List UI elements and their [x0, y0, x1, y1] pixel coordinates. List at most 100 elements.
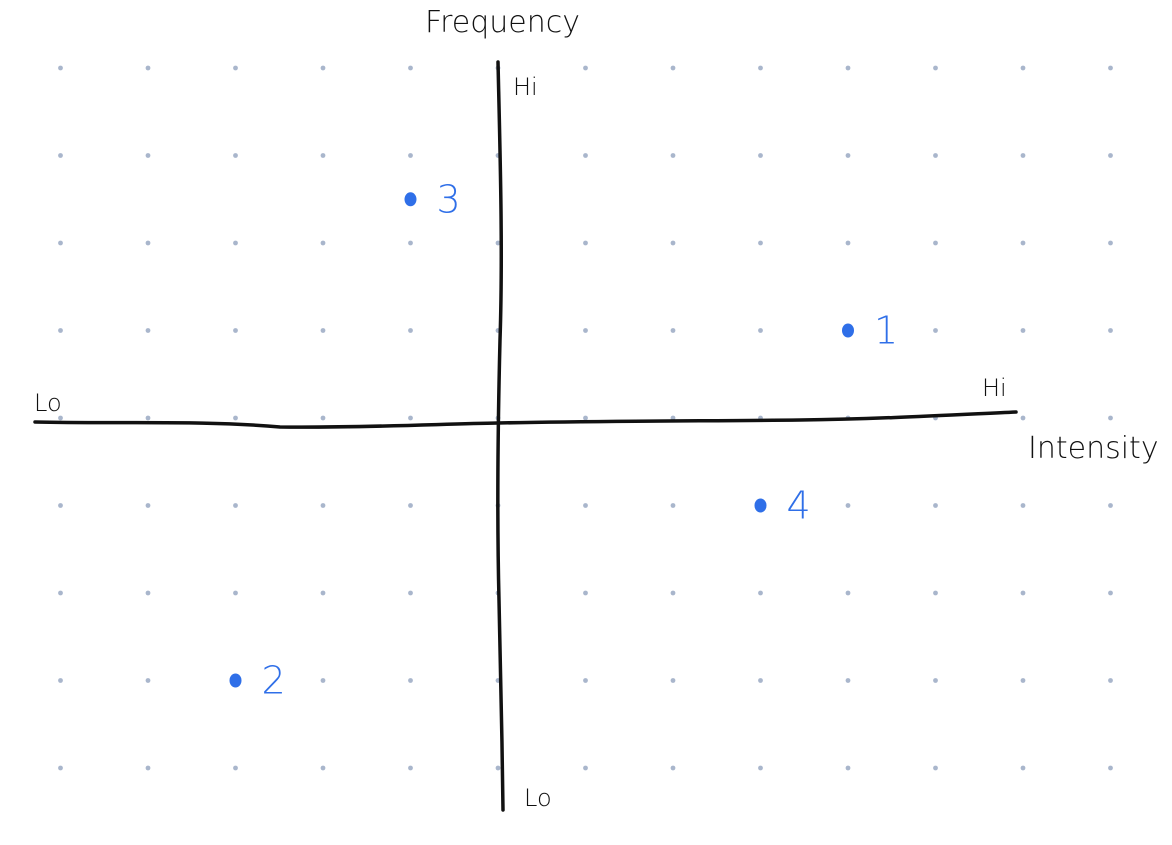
data-point-4: [754, 498, 767, 513]
grid-dot: [670, 65, 676, 71]
x-axis-title: Intensity: [1028, 431, 1159, 466]
x-lo-label: Lo: [34, 389, 62, 417]
grid-dot: [845, 590, 851, 596]
grid-dot: [145, 678, 151, 683]
grid-dot: [320, 590, 326, 596]
grid-dot: [1108, 328, 1113, 333]
grid-dot: [408, 415, 413, 421]
grid-dot: [1020, 153, 1026, 158]
x-hi-label: Hi: [982, 374, 1007, 402]
grid-dot: [1020, 590, 1026, 596]
grid-dot: [233, 765, 238, 771]
grid-dot: [233, 240, 238, 246]
grid-dot: [583, 590, 588, 596]
dot-grid: [58, 65, 1113, 771]
grid-dot: [58, 678, 63, 683]
grid-dot: [145, 503, 151, 508]
grid-dot: [1108, 678, 1113, 683]
grid-dot: [145, 240, 151, 246]
grid-dot: [1020, 65, 1026, 71]
grid-dot: [408, 240, 413, 246]
grid-dot: [145, 590, 151, 596]
data-point-label-2: 2: [262, 659, 286, 703]
grid-dot: [408, 765, 413, 771]
y-axis-line: [496, 60, 505, 812]
grid-dot: [58, 590, 63, 596]
grid-dot: [933, 153, 938, 158]
grid-dot: [583, 328, 588, 333]
grid-dot: [758, 328, 763, 333]
grid-dot: [1020, 328, 1026, 333]
grid-dot: [495, 765, 501, 771]
grid-dot: [320, 765, 326, 771]
grid-dot: [233, 503, 238, 508]
grid-dot: [408, 678, 413, 683]
grid-dot: [758, 678, 763, 683]
grid-dot: [670, 503, 676, 508]
grid-dot: [670, 590, 676, 596]
grid-dot: [1108, 765, 1113, 771]
grid-dot: [58, 328, 63, 333]
grid-dot: [583, 765, 588, 771]
grid-dot: [408, 503, 413, 508]
grid-dot: [583, 65, 588, 71]
grid-dot: [583, 503, 588, 508]
grid-dot: [233, 415, 238, 421]
grid-dot: [670, 678, 676, 683]
grid-dot: [58, 503, 63, 508]
grid-dot: [320, 415, 326, 421]
grid-dot: [845, 65, 851, 71]
grid-dot: [670, 328, 676, 333]
grid-dot: [758, 590, 763, 596]
data-point-1: [842, 323, 854, 338]
grid-dot: [845, 153, 851, 158]
grid-dot: [495, 240, 501, 246]
grid-dot: [320, 678, 326, 683]
grid-dot: [233, 153, 238, 158]
grid-dot: [758, 65, 763, 71]
grid-dot: [670, 153, 676, 158]
grid-dot: [1020, 415, 1026, 421]
y-axis-title: Frequency: [425, 5, 580, 40]
grid-dot: [1020, 765, 1026, 771]
grid-dot: [145, 153, 151, 158]
grid-dot: [1108, 503, 1113, 508]
grid-dot: [933, 65, 938, 71]
grid-dot: [320, 65, 326, 71]
grid-dot: [408, 590, 413, 596]
grid-dot: [1020, 678, 1026, 683]
grid-dot: [320, 153, 326, 158]
grid-dot: [233, 328, 238, 333]
grid-dot: [845, 765, 851, 771]
grid-dot: [408, 153, 413, 158]
grid-dot: [58, 765, 63, 771]
data-point-label-4: 4: [787, 484, 811, 528]
grid-dot: [933, 678, 938, 683]
y-lo-label: Lo: [524, 784, 552, 812]
grid-dot: [933, 328, 938, 333]
grid-dot: [58, 240, 63, 246]
grid-dot: [758, 765, 763, 771]
grid-dot: [583, 153, 588, 158]
grid-dot: [933, 240, 938, 246]
data-point-3: [404, 192, 417, 207]
grid-dot: [145, 415, 151, 421]
grid-dot: [758, 240, 763, 246]
grid-dot: [233, 65, 238, 71]
grid-dot: [58, 153, 63, 158]
grid-dot: [233, 590, 238, 596]
grid-dot: [320, 503, 326, 508]
data-point-label-3: 3: [437, 177, 461, 221]
grid-dot: [933, 590, 938, 596]
grid-dot: [320, 328, 326, 333]
grid-dot: [670, 765, 676, 771]
y-hi-label: Hi: [513, 73, 538, 101]
grid-dot: [845, 240, 851, 246]
grid-dot: [583, 240, 588, 246]
grid-dot: [320, 240, 326, 246]
grid-dot: [1020, 240, 1026, 246]
grid-dot: [758, 153, 763, 158]
grid-dot: [583, 415, 588, 421]
